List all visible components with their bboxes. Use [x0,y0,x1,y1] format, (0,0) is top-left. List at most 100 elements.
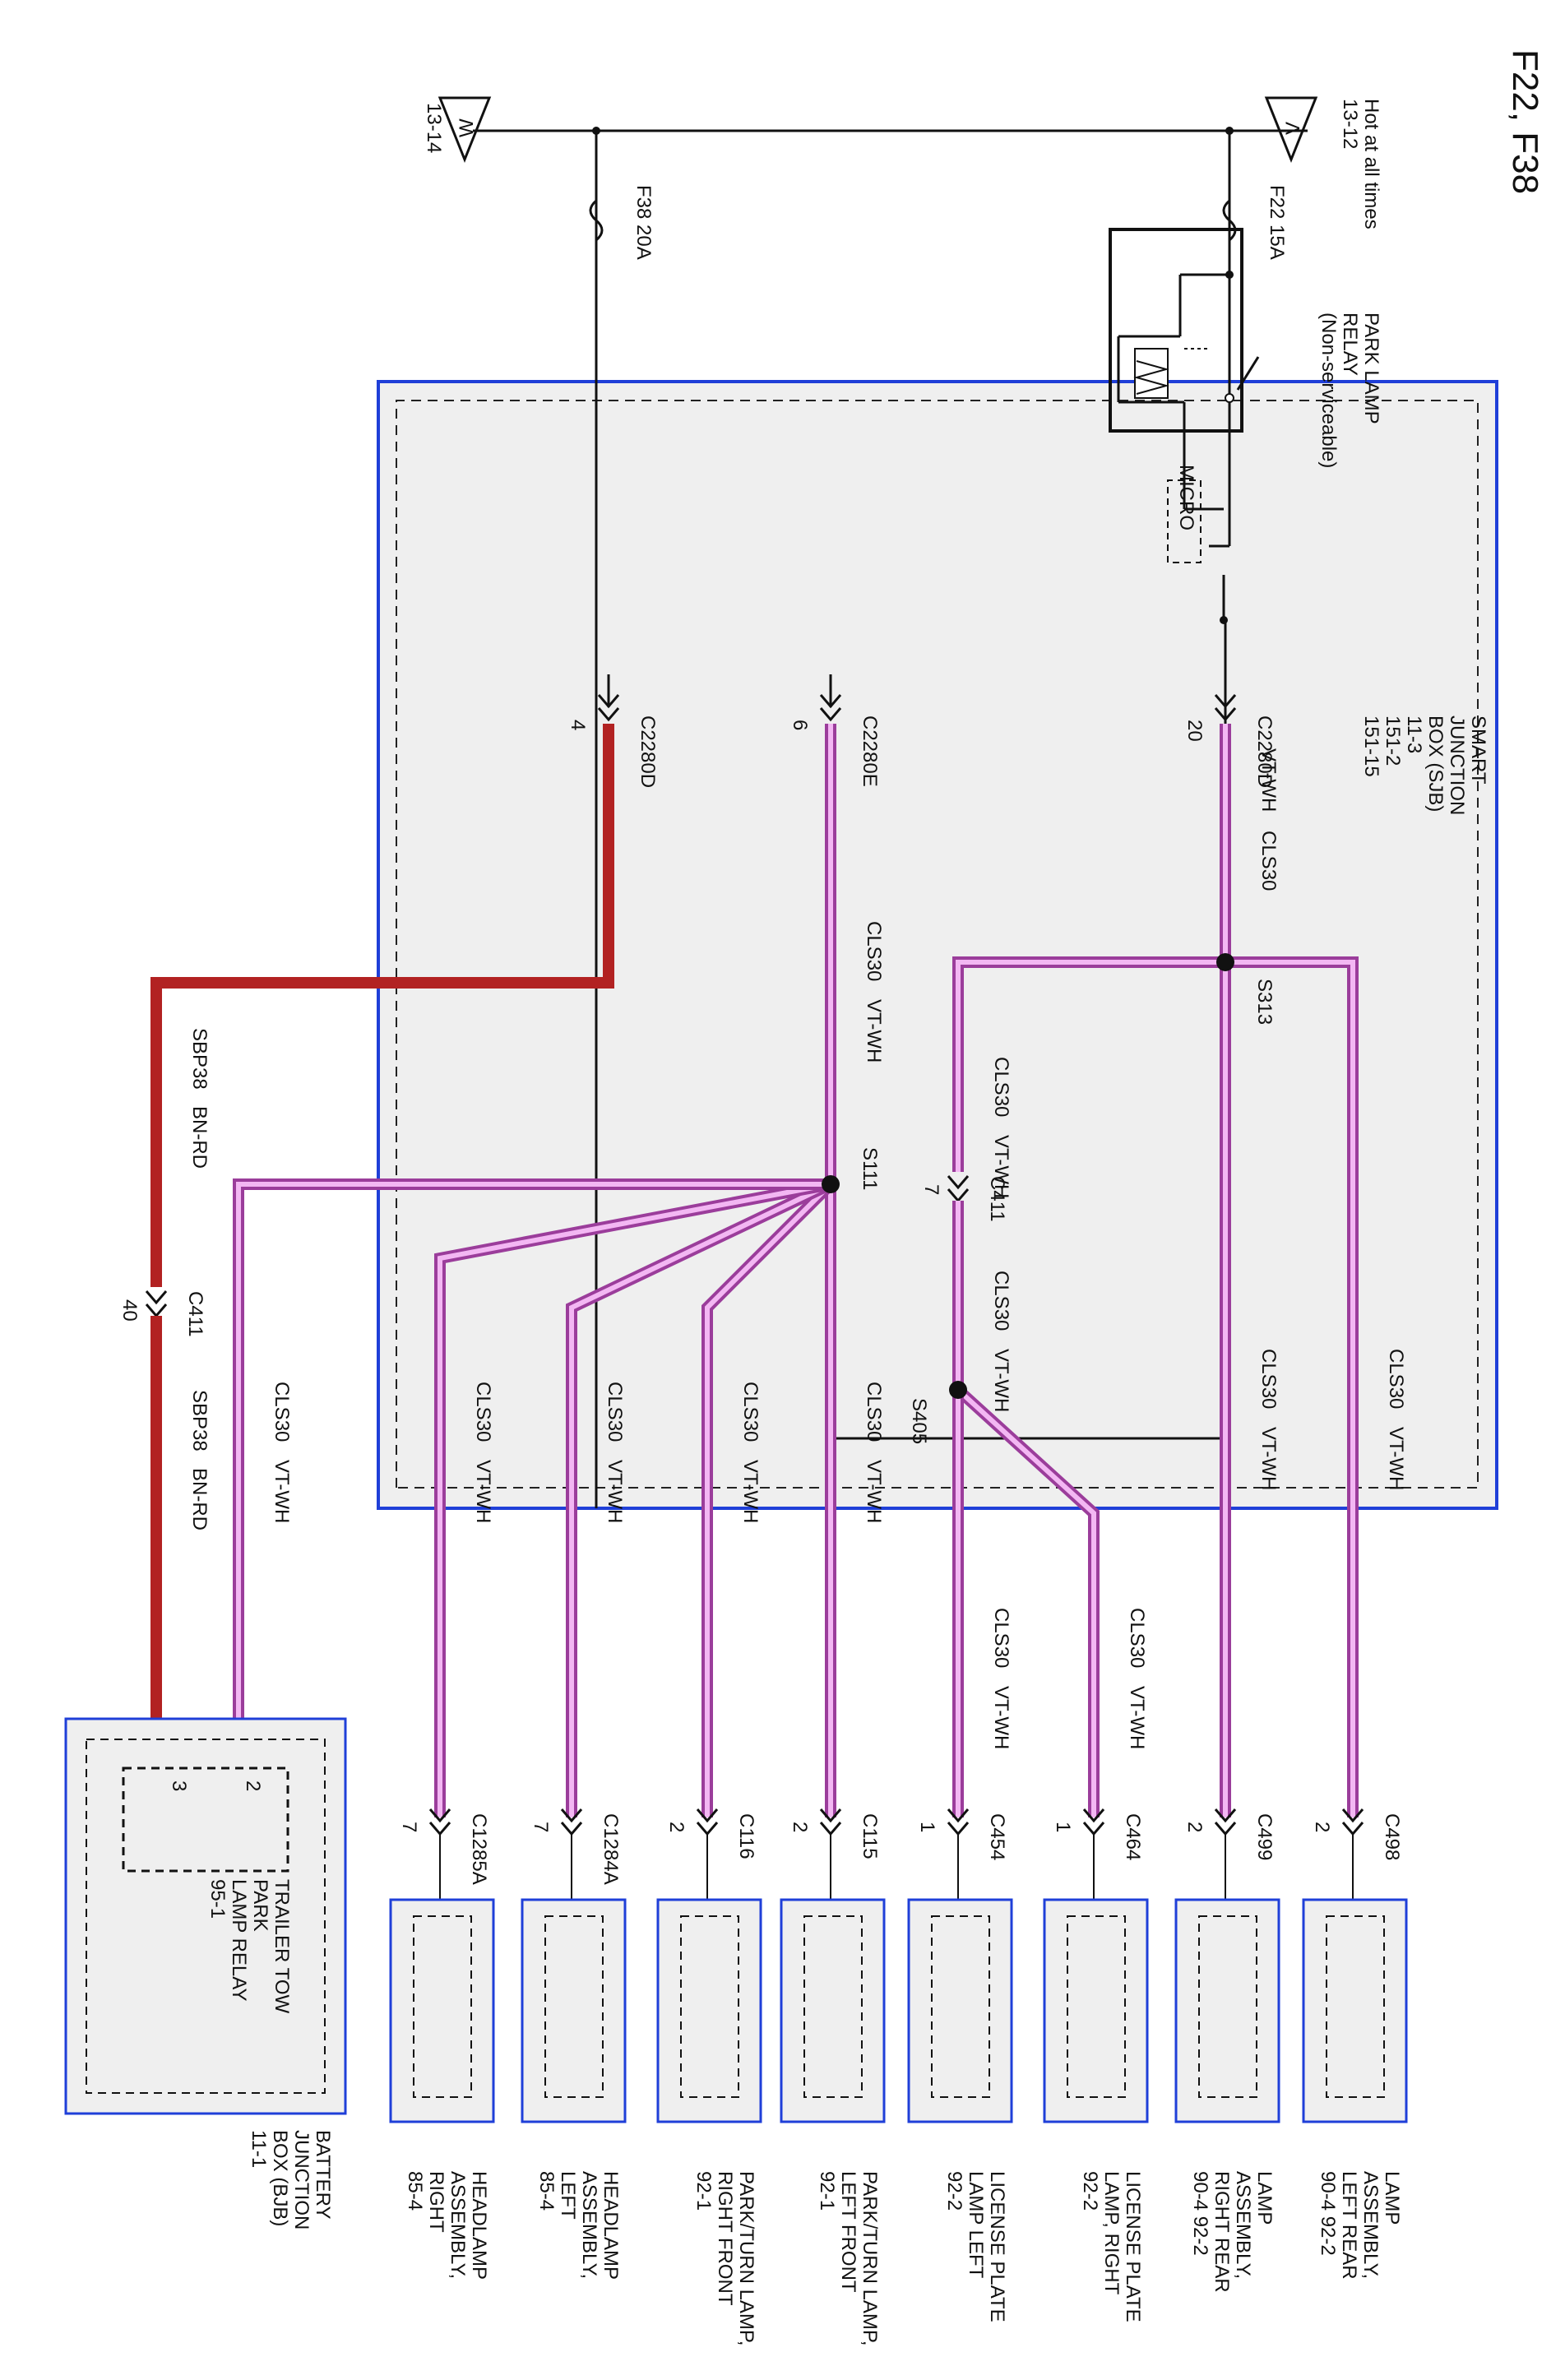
component-inner-7 [413,1915,472,2098]
component-name-0-line-1: ASSEMBLY, [1359,2171,1382,2279]
component-name-0-line-2: LEFT REAR [1338,2171,1360,2280]
connector-c2280e-6-icon [819,694,842,709]
wire-lic-right-label-code: CLS30 [1126,1608,1148,1668]
component-connector-icon-1 [1214,1808,1237,1823]
component-connector-icon-3 [947,1808,970,1823]
bjb-name-line-1: JUNCTION [290,2130,313,2230]
component-name-5-line-2: 92-1 [692,2171,715,2211]
component-pin-1: 2 [1183,1822,1206,1832]
component-name-7-line-2: RIGHT [425,2171,447,2233]
bjb-name-line-0: BATTERY [312,2130,334,2219]
component-connector-icon-4 [819,1808,842,1823]
wire-lic-left-label-color: VT-WH [990,1686,1012,1749]
component-boxes [64,1717,1408,2123]
splice-s313-dot [1216,953,1234,971]
wire-sbp38-upper-label-color: BN-RD [188,1106,211,1169]
wire-s111-rf-inner [705,1182,833,1817]
component-inner-3 [931,1915,990,2098]
component-name-1-line-3: 90-4 92-2 [1189,2171,1211,2256]
component-box-0 [1302,1898,1408,2123]
component-pin-5: 2 [665,1822,688,1832]
micro-module [1167,479,1202,563]
component-connector-icon-3-lower [947,1822,970,1836]
wire-c411-label-color: VT-WH [990,1135,1012,1198]
wire-s313-c411-inner [956,960,1225,1172]
component-name-4-line-0: PARK/TURN LAMP, [859,2171,881,2346]
splice-s111-label: S111 [859,1147,881,1191]
smart-junction-box [377,380,1498,1510]
sjb-name-line-1: JUNCTION [1446,715,1468,815]
wire-s111-bjb-inner [236,1182,831,1719]
component-box-5 [656,1898,762,2123]
component-inner-2 [1067,1915,1126,2098]
splice-s405-label: S405 [908,1398,930,1444]
component-name-3-line-1: LAMP LEFT [965,2171,987,2279]
component-name-7-line-1: ASSEMBLY, [447,2171,469,2279]
wire-sbp38-upper [150,724,614,1287]
component-connector-icon-6 [560,1808,583,1823]
wire-rf-label-color: VT-WH [739,1460,762,1523]
battery-junction-box-inner [86,1739,326,2094]
c2280d-20-pin: 20 [1183,720,1206,742]
component-name-4-line-2: 92-1 [816,2171,838,2211]
wire-bjb-label-code: CLS30 [271,1382,293,1442]
ground-symbol-letter: W [456,118,478,137]
wire-s405-lic-right-inner [956,1387,1096,1817]
component-pin-2: 1 [1052,1822,1074,1832]
component-connector-3: C454 [986,1813,1008,1860]
fuse-f38-icon [589,199,604,242]
wire-lf-label-code: CLS30 [863,1382,885,1442]
component-connector-icon-7-lower [428,1822,451,1836]
relay-label-line-0: PARK LAMP [1360,313,1382,424]
wires [145,674,1364,1916]
connector-c411-40-icon [145,1290,168,1305]
component-name-0-line-3: 90-4 92-2 [1317,2171,1339,2256]
sjb-name-line-5: 151-15 [1360,715,1382,777]
component-connector-4: C115 [859,1813,881,1859]
component-name-0-line-0: LAMP [1381,2171,1403,2225]
component-name-7-line-3: 85-4 [404,2171,426,2211]
component-connector-0: C498 [1381,1813,1403,1860]
wire-lr-label-code: CLS30 [1385,1349,1407,1409]
wire-rr-label-code: CLS30 [1257,1349,1280,1409]
connector-c2280d-4-icon [597,694,620,709]
connector-c2280d-20-icon-lower [1214,707,1237,722]
sjb-name-line-4: 151-2 [1382,715,1404,766]
c2280d-20-name: C2280D [1253,715,1276,788]
component-connector-icon-5 [696,1808,719,1823]
c2280e-6-pin: 6 [789,720,811,730]
component-name-6-line-3: 85-4 [535,2171,558,2211]
component-connector-icon-0-lower [1341,1822,1364,1836]
c2280d-4-pin: 4 [567,720,589,730]
c2280d-4-name: C2280D [637,715,659,788]
bjb-name-line-2: BOX (BJB) [269,2130,291,2226]
relay-label-line-1: RELAY [1339,313,1361,376]
component-connector-icon-0 [1341,1808,1364,1823]
sjb-name-line-3: 11-3 [1403,715,1425,753]
wire-s405-label-color: VT-WH [990,1349,1012,1412]
c411-40-name: C411 [184,1291,206,1337]
connector-c2280d-4-icon-lower [597,707,620,722]
component-pin-6: 7 [530,1822,552,1832]
battery-junction-box [64,1717,347,2115]
wire-lr-label-color: VT-WH [1385,1427,1407,1490]
wire-c2280d-20-label-code: CLS30 [1257,831,1280,891]
component-name-2-line-2: 92-2 [1079,2171,1101,2211]
component-pin-7: 7 [398,1822,420,1832]
component-connector-icon-2 [1082,1808,1105,1823]
component-connector-5: C116 [735,1813,757,1859]
splice-s405-dot [949,1381,967,1399]
fuse-f22-icon [1222,199,1237,242]
component-pin-3: 1 [916,1822,938,1832]
component-connector-icon-7 [428,1808,451,1823]
component-box-1 [1174,1898,1280,2123]
component-inner-1 [1198,1915,1257,2098]
wire-c2280d-20-label-color: VT-WH [1257,748,1280,812]
bjb-relay-name-line-1: PARK [249,1879,271,1932]
wire-rr-label-color: VT-WH [1257,1427,1280,1490]
connector-c411-7-icon [947,1175,970,1190]
component-connector-1: C499 [1253,1813,1276,1860]
component-box-6 [521,1898,627,2123]
wire-hl-label-color: VT-WH [604,1460,626,1523]
